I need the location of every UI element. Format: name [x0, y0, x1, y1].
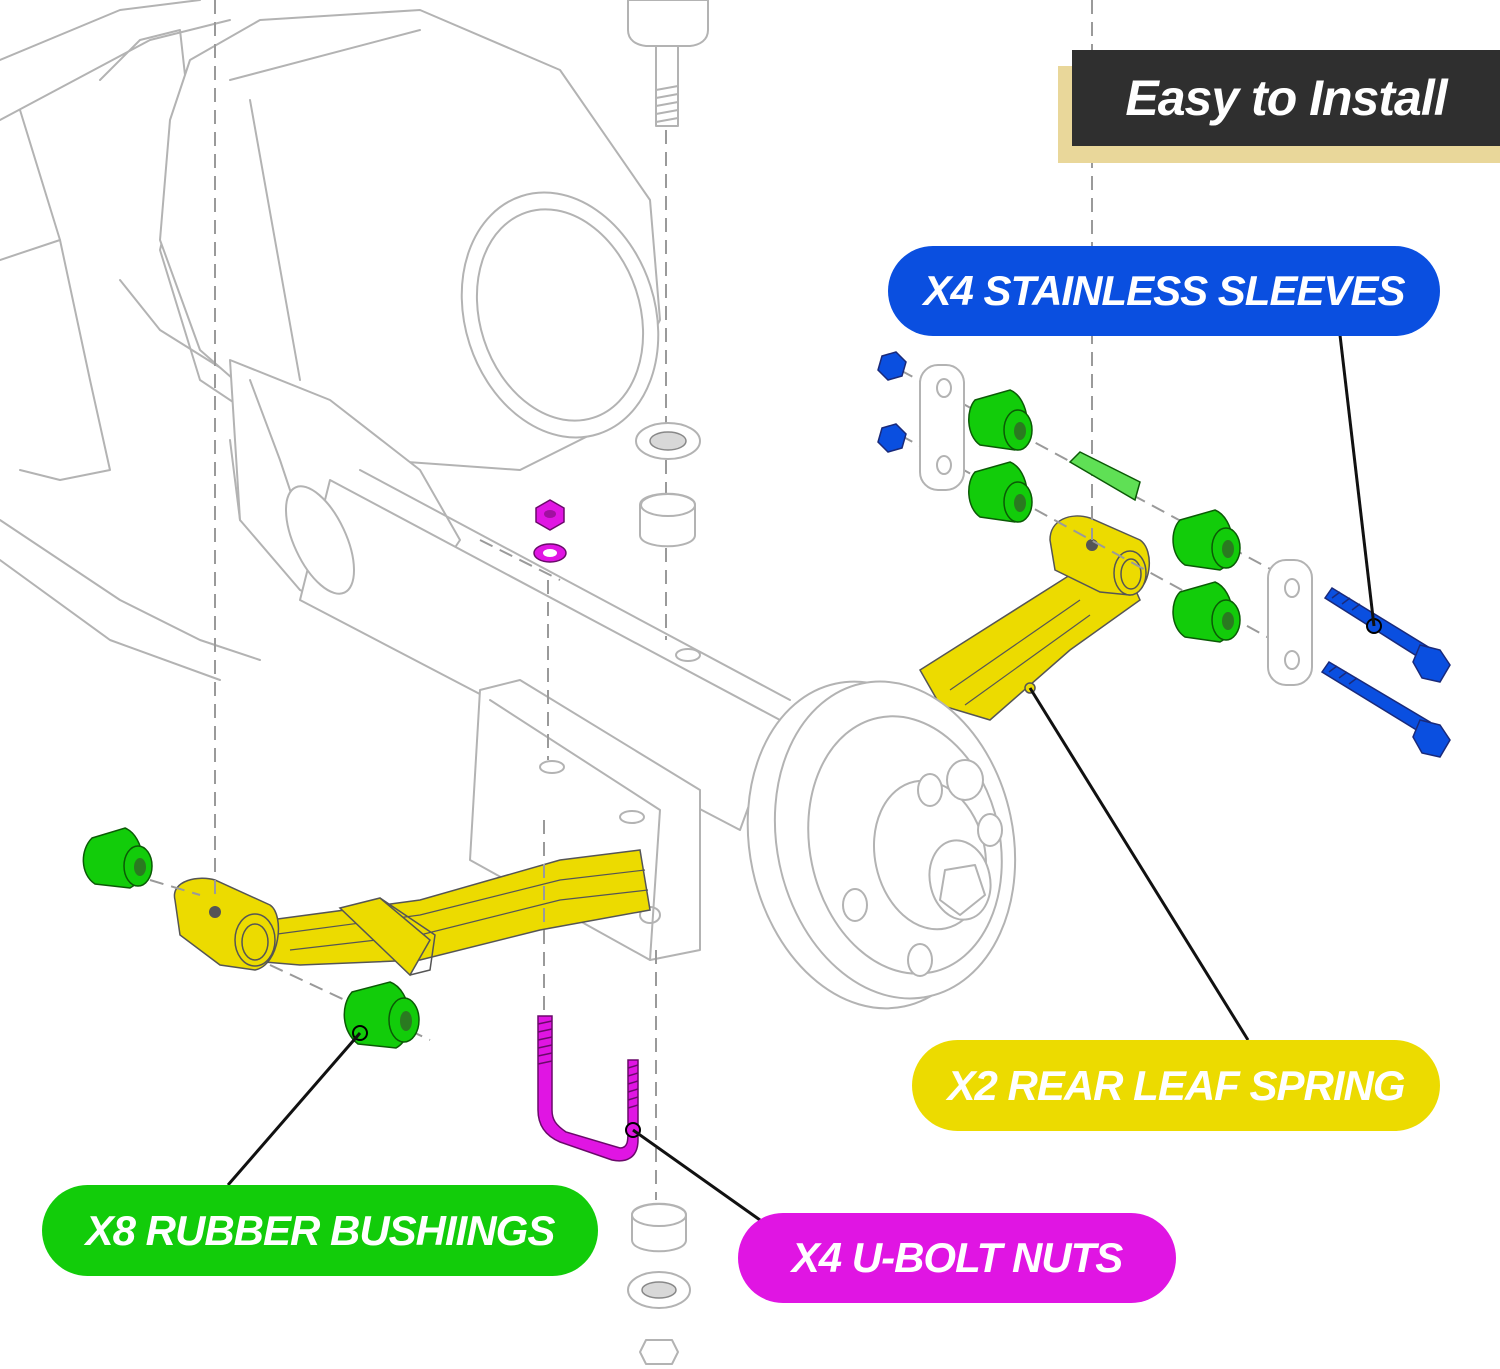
banner-text: Easy to Install: [1125, 70, 1447, 126]
washer-stack-lower: [627, 1202, 691, 1365]
label-rubber-bushings: X8 RUBBER BUSHIINGS: [42, 1185, 598, 1276]
u-bolt: [537, 1015, 641, 1162]
shackle-plate-rear: [1267, 559, 1313, 686]
u-bolt-nuts: [533, 499, 567, 563]
leader-lines: [226, 334, 1376, 1222]
front-leaf-spring: [918, 515, 1150, 721]
stainless-sleeve-bolts: [1320, 586, 1451, 758]
rubber-bushings: [82, 389, 1241, 1049]
easy-install-banner: Easy to Install: [1072, 50, 1500, 146]
brake-drum-hub: [746, 680, 1017, 1010]
shock-absorber-bolt: [627, 0, 709, 127]
shackle-plate-front: [919, 364, 965, 491]
motor-outline: [159, 9, 661, 471]
washer-stack-upper: [635, 422, 701, 548]
axle-tube-outline: [284, 469, 791, 831]
label-u-bolt-nuts: X4 U-BOLT NUTS: [738, 1213, 1176, 1303]
label-rear-leaf-spring: X2 REAR LEAF SPRING: [912, 1040, 1440, 1131]
label-stainless-sleeves: X4 STAINLESS SLEEVES: [888, 246, 1440, 336]
stainless-sleeve-nuts: [877, 351, 907, 453]
rear-leaf-spring: [173, 849, 651, 977]
